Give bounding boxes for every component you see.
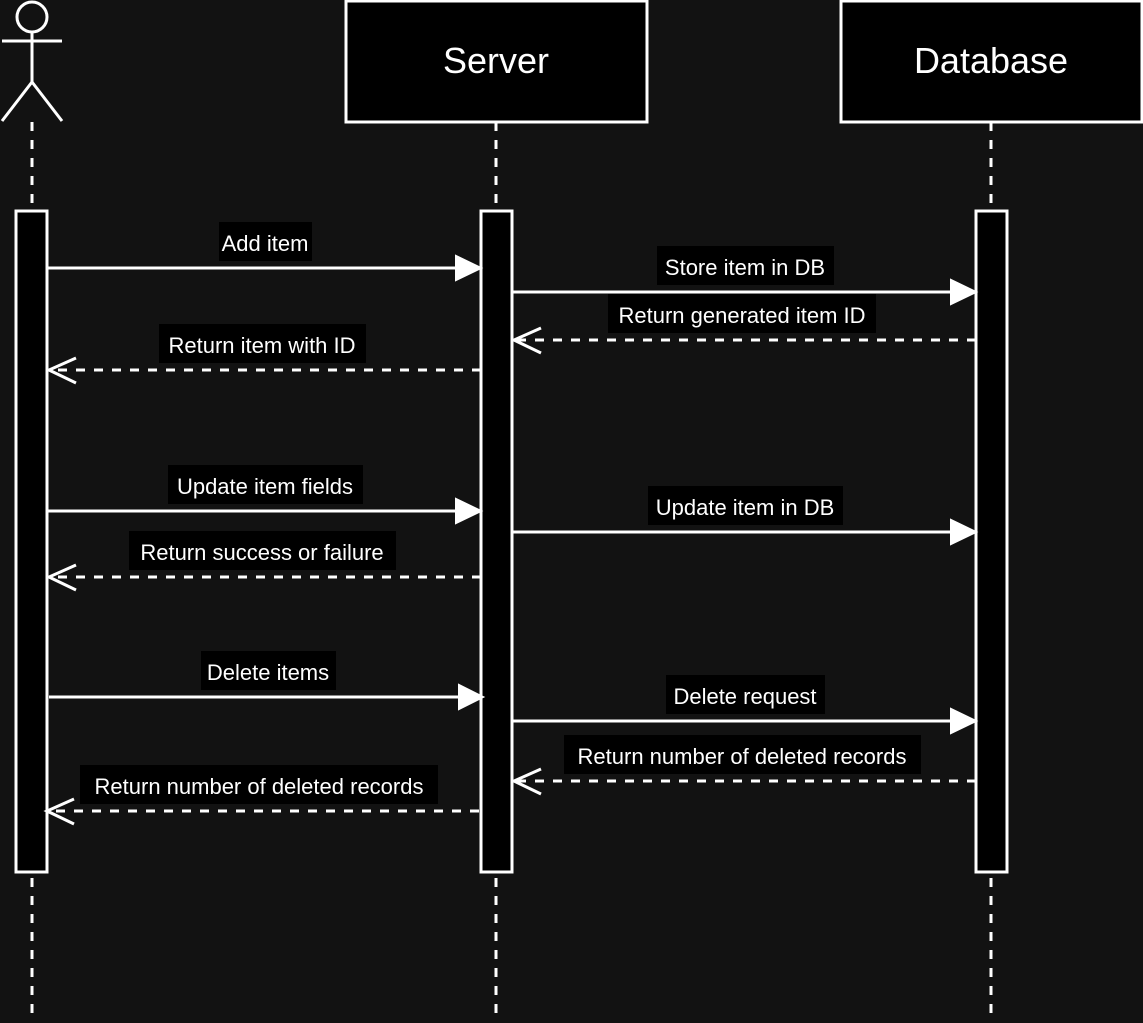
message-delete-items: Delete items — [49, 651, 486, 711]
message-return-deleted-count-db: Return number of deleted records — [510, 735, 976, 796]
message-label: Store item in DB — [665, 255, 825, 280]
activation-database — [974, 209, 1009, 874]
message-label: Delete items — [207, 660, 329, 685]
participant-server-label: Server — [443, 40, 549, 81]
message-return-success-failure: Return success or failure — [45, 531, 481, 592]
message-update-item-in-db: Update item in DB — [512, 486, 979, 546]
message-label: Return item with ID — [168, 333, 355, 358]
message-label: Return number of deleted records — [95, 774, 424, 799]
activation-server — [479, 209, 514, 874]
participant-database-label: Database — [914, 40, 1068, 81]
activation-user — [14, 209, 49, 874]
message-label: Update item fields — [177, 474, 353, 499]
message-label: Return success or failure — [140, 540, 383, 565]
message-return-item-with-id: Return item with ID — [45, 324, 481, 385]
participant-database: Database — [839, 0, 1143, 124]
message-label: Add item — [222, 231, 309, 256]
message-label: Return generated item ID — [618, 303, 865, 328]
message-add-item: Add item — [47, 222, 484, 282]
message-label: Update item in DB — [656, 495, 835, 520]
message-delete-request: Delete request — [512, 675, 979, 735]
message-label: Delete request — [673, 684, 816, 709]
message-update-item-fields: Update item fields — [47, 465, 484, 525]
message-label: Return number of deleted records — [578, 744, 907, 769]
user-actor-icon — [0, 0, 64, 122]
participant-server: Server — [344, 0, 649, 124]
message-return-deleted-count-server: Return number of deleted records — [43, 765, 479, 826]
message-return-generated-id: Return generated item ID — [510, 294, 976, 355]
message-store-item: Store item in DB — [512, 246, 979, 306]
